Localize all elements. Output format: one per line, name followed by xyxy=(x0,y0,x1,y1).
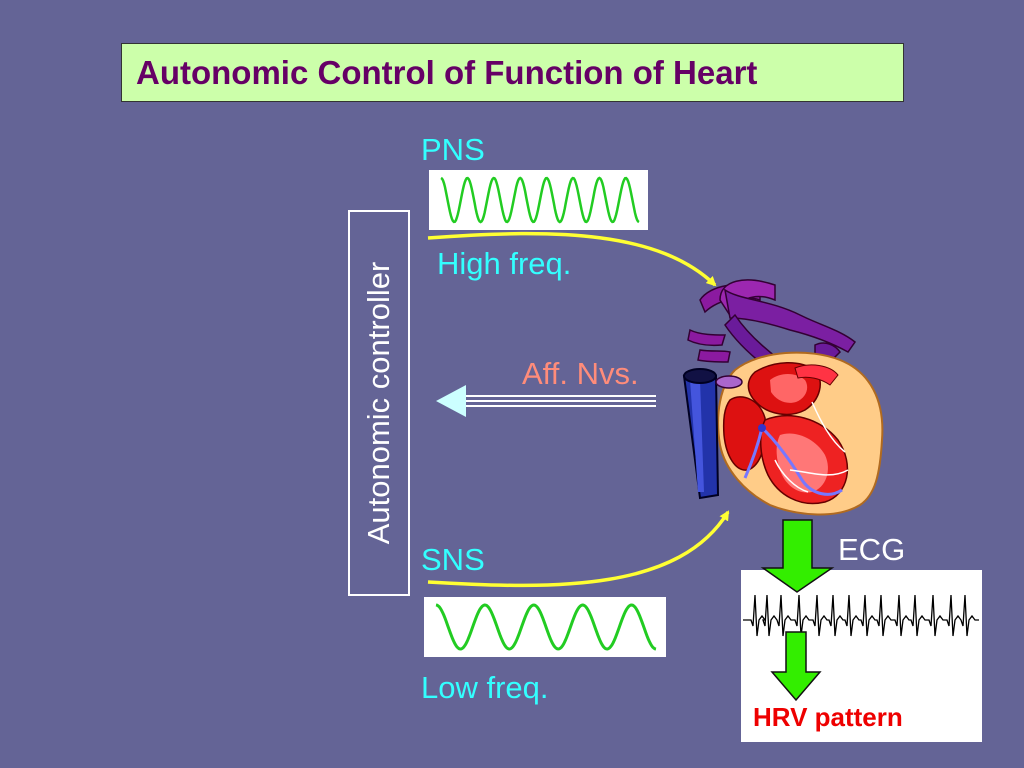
ecg-trace xyxy=(743,594,979,637)
sns-label: SNS xyxy=(421,542,485,577)
heart-illustration xyxy=(682,279,884,516)
aff-nvs-label: Aff. Nvs. xyxy=(522,356,639,391)
pns-wave-box xyxy=(429,170,648,230)
low-freq-wave xyxy=(435,603,657,651)
high-freq-label: High freq. xyxy=(437,246,572,281)
pns-arrow xyxy=(427,231,717,287)
title-box: Autonomic Control of Function of Heart xyxy=(121,43,904,102)
pns-label: PNS xyxy=(421,132,485,167)
green-down-arrow-ecg xyxy=(760,519,835,593)
page-title: Autonomic Control of Function of Heart xyxy=(136,54,758,91)
sns-arrow xyxy=(427,510,730,588)
autonomic-controller-box: Autonomic controller xyxy=(348,210,410,596)
high-freq-wave xyxy=(440,176,640,224)
ecg-box: HRV pattern xyxy=(741,570,982,742)
hrv-pattern-label: HRV pattern xyxy=(753,702,903,732)
sns-wave-box xyxy=(424,597,666,657)
green-down-arrow-hrv xyxy=(770,631,822,702)
low-freq-label: Low freq. xyxy=(421,670,549,705)
aff-nvs-arrow xyxy=(436,385,656,417)
ecg-label: ECG xyxy=(838,532,906,567)
